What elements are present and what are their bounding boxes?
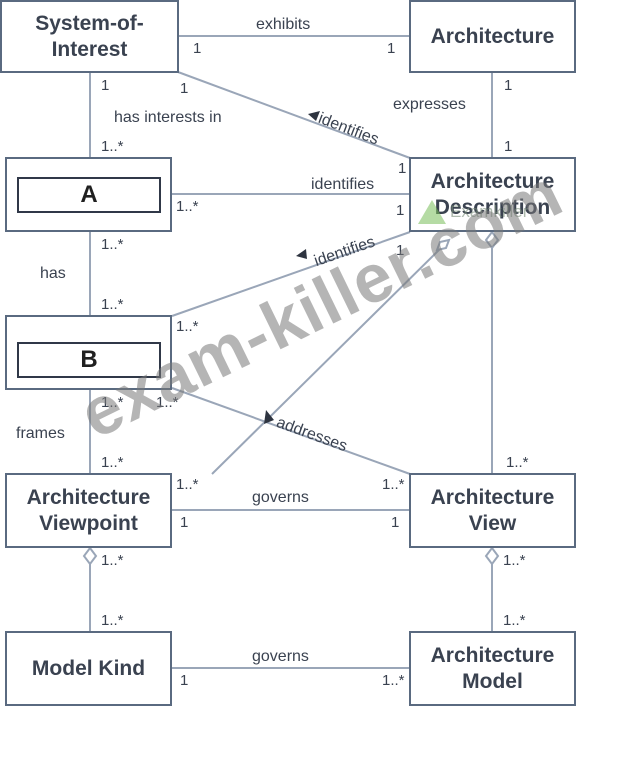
relation-frames: frames bbox=[16, 425, 65, 442]
direction-arrow-identifies-1 bbox=[308, 111, 320, 121]
relation-governs-1: governs bbox=[252, 489, 309, 506]
mult-ad-top: 1 bbox=[504, 138, 513, 155]
mult-a-top: 1..* bbox=[101, 138, 124, 155]
mult-governs-modelkind: 1 bbox=[180, 672, 189, 689]
mult-soi-identifies: 1 bbox=[180, 80, 189, 97]
mult-b-top: 1..* bbox=[101, 296, 124, 313]
box-model-kind: Model Kind bbox=[5, 631, 172, 706]
mult-view-left: 1..* bbox=[382, 476, 405, 493]
aggregation-diamond-ad-viewpoint bbox=[435, 238, 451, 252]
box-a-label: A bbox=[80, 181, 98, 208]
box-b-label: B bbox=[80, 346, 98, 373]
mult-b-right: 1..* bbox=[176, 318, 199, 335]
mult-exhibits-arch: 1 bbox=[387, 40, 396, 57]
box-architecture-viewpoint-label: Architecture Viewpoint bbox=[26, 485, 151, 535]
mult-viewpoint-bottom: 1..* bbox=[101, 552, 124, 569]
box-system-of-interest-label: System-of- Interest bbox=[35, 11, 144, 61]
line-soi-identifies-ad bbox=[177, 71, 411, 159]
relation-has: has bbox=[40, 265, 66, 282]
aggregation-diamond-view bbox=[484, 546, 500, 566]
mult-modelkind-top: 1..* bbox=[101, 612, 124, 629]
mult-ad-identifies-2: 1 bbox=[396, 202, 405, 219]
relation-identifies-2: identifies bbox=[311, 176, 375, 193]
box-a: A bbox=[5, 157, 172, 232]
aggregation-diamond-viewpoint bbox=[82, 546, 98, 566]
mult-ad-identifies-3: 1 bbox=[396, 242, 405, 259]
mult-viewpoint-right: 1..* bbox=[176, 476, 199, 493]
box-architecture-model-label: Architecture Model bbox=[430, 643, 555, 693]
relation-governs-2: governs bbox=[252, 648, 309, 665]
watermark-small: Examkiller bbox=[450, 202, 529, 221]
line-addresses bbox=[171, 387, 411, 475]
mult-governs-view: 1 bbox=[391, 514, 400, 531]
mult-b-bottom: 1..* bbox=[101, 394, 124, 411]
box-b-inner: B bbox=[17, 342, 161, 378]
box-architecture-view: Architecture View bbox=[409, 473, 576, 548]
mult-ad-identifies-1: 1 bbox=[398, 160, 407, 177]
mult-exhibits-soi: 1 bbox=[193, 40, 202, 57]
direction-arrow-addresses bbox=[264, 410, 274, 424]
box-architecture: Architecture bbox=[409, 0, 576, 73]
box-architecture-view-label: Architecture View bbox=[430, 485, 555, 535]
relation-exhibits: exhibits bbox=[256, 16, 311, 33]
watermark-logo-icon bbox=[418, 200, 446, 224]
relation-expresses: expresses bbox=[393, 96, 466, 113]
mult-viewpoint-top: 1..* bbox=[101, 454, 124, 471]
mult-view-bottom: 1..* bbox=[503, 552, 526, 569]
mult-view-top: 1..* bbox=[506, 454, 529, 471]
box-architecture-description-label: Architecture Description bbox=[430, 169, 555, 219]
box-architecture-label: Architecture bbox=[430, 24, 555, 48]
box-system-of-interest: System-of- Interest bbox=[0, 0, 179, 73]
mult-model-top: 1..* bbox=[503, 612, 526, 629]
aggregation-diamond-ad-view bbox=[484, 230, 500, 250]
box-a-inner: A bbox=[17, 177, 161, 213]
direction-arrow-identifies-3 bbox=[296, 249, 307, 259]
mult-governs-viewpoint: 1 bbox=[180, 514, 189, 531]
line-ad-viewpoint bbox=[211, 245, 444, 475]
mult-a-right: 1..* bbox=[176, 198, 199, 215]
box-architecture-model: Architecture Model bbox=[409, 631, 576, 706]
mult-arch-down: 1 bbox=[504, 77, 513, 94]
box-b: B bbox=[5, 315, 172, 390]
mult-a-bottom: 1..* bbox=[101, 236, 124, 253]
mult-governs-model: 1..* bbox=[382, 672, 405, 689]
mult-b-addresses: 1..* bbox=[156, 394, 179, 411]
relation-has-interests-in: has interests in bbox=[114, 109, 222, 126]
box-model-kind-label: Model Kind bbox=[31, 656, 146, 680]
box-architecture-viewpoint: Architecture Viewpoint bbox=[5, 473, 172, 548]
line-b-identifies-ad bbox=[171, 231, 411, 317]
mult-soi-down: 1 bbox=[101, 77, 110, 94]
